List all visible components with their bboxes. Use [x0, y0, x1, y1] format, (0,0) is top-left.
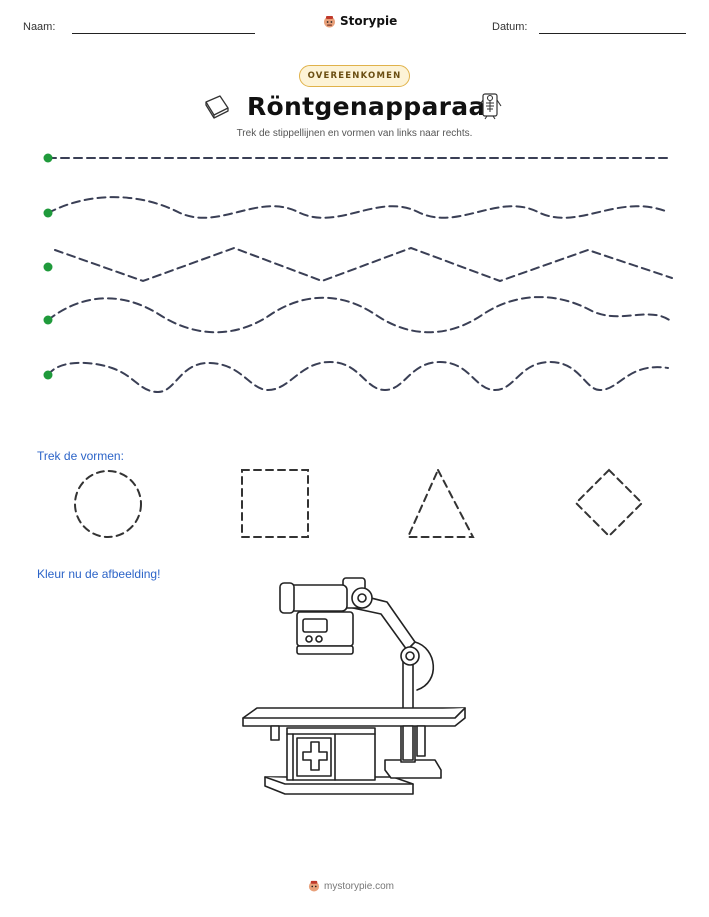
- start-dot: [43, 370, 53, 380]
- storypie-mascot-icon: [308, 880, 320, 892]
- xray-skeleton-icon: [478, 93, 502, 120]
- start-dot: [43, 208, 53, 218]
- shapes-heading: Trek de vormen:: [37, 449, 124, 463]
- trace-shape-triangle[interactable]: [406, 467, 475, 538]
- name-label: Naam:: [23, 21, 56, 33]
- shapes-area: [74, 467, 644, 538]
- category-badge: OVEREENKOMEN: [299, 65, 410, 87]
- book-icon: [205, 95, 229, 119]
- footer-url[interactable]: mystorypie.com: [324, 880, 395, 892]
- trace-line-bumpy-wave[interactable]: [47, 360, 669, 394]
- trace-line-gentle-wave[interactable]: [47, 196, 669, 219]
- start-dot: [43, 262, 53, 272]
- start-dot: [43, 153, 53, 163]
- name-line[interactable]: [72, 33, 255, 34]
- date-line[interactable]: [539, 33, 686, 34]
- page-title: Röntgenapparaat: [247, 92, 498, 121]
- brand-logo: Storypie: [323, 14, 397, 28]
- storypie-mascot-icon: [324, 15, 335, 27]
- color-heading: Kleur nu de afbeelding!: [37, 567, 161, 581]
- xray-machine-illustration[interactable]: [235, 572, 475, 800]
- tracing-area: [43, 153, 673, 394]
- footer: mystorypie.com: [308, 880, 394, 892]
- start-dot: [43, 315, 53, 325]
- brand-name: Storypie: [340, 14, 398, 28]
- trace-shape-circle[interactable]: [74, 470, 142, 538]
- trace-line-zigzag[interactable]: [54, 246, 673, 283]
- trace-line-wave[interactable]: [47, 296, 673, 334]
- trace-shape-square[interactable]: [241, 469, 309, 538]
- date-label: Datum:: [492, 21, 528, 33]
- trace-shape-diamond[interactable]: [574, 468, 644, 538]
- instructions: Trek de stippellijnen en vormen van link…: [236, 128, 473, 139]
